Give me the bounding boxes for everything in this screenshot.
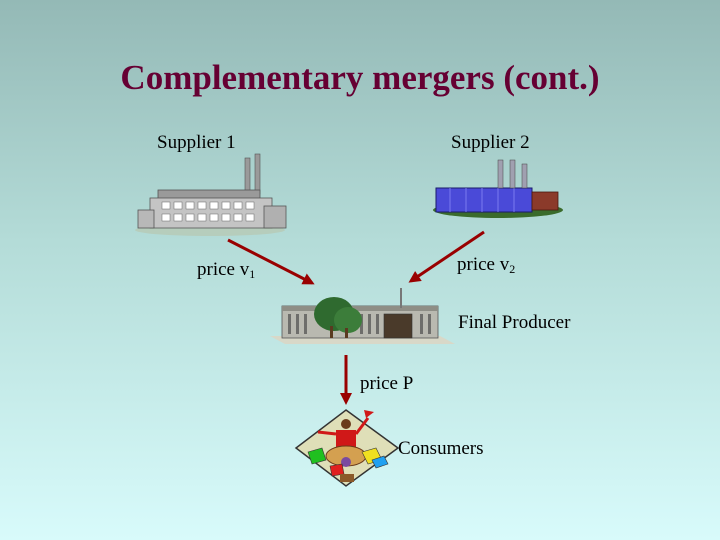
price-v1-subscript: 1 [249,267,256,281]
price-p-label: price P [360,373,414,394]
final-producer-building-icon [270,288,455,344]
price-v1-text: price v [197,259,250,280]
supplier-1-label: Supplier 1 [157,132,236,153]
final-producer-label: Final Producer [458,312,571,333]
arrow-supplier-1-to-producer [227,238,315,285]
supplier-2-label: Supplier 2 [451,132,530,153]
price-v2-label: price v2 [457,254,515,277]
supplier-2-factory-icon [433,159,563,218]
slide-title: Complementary mergers (cont.) [120,58,600,97]
price-v2-subscript: 2 [509,262,516,276]
consumers-diamond-icon [294,409,400,487]
price-v1-label: price v1 [197,259,255,282]
supplier-1-factory-icon [135,153,287,236]
price-v2-text: price v [457,254,510,275]
arrow-supplier-2-to-producer [408,230,485,283]
consumers-label: Consumers [398,438,484,459]
